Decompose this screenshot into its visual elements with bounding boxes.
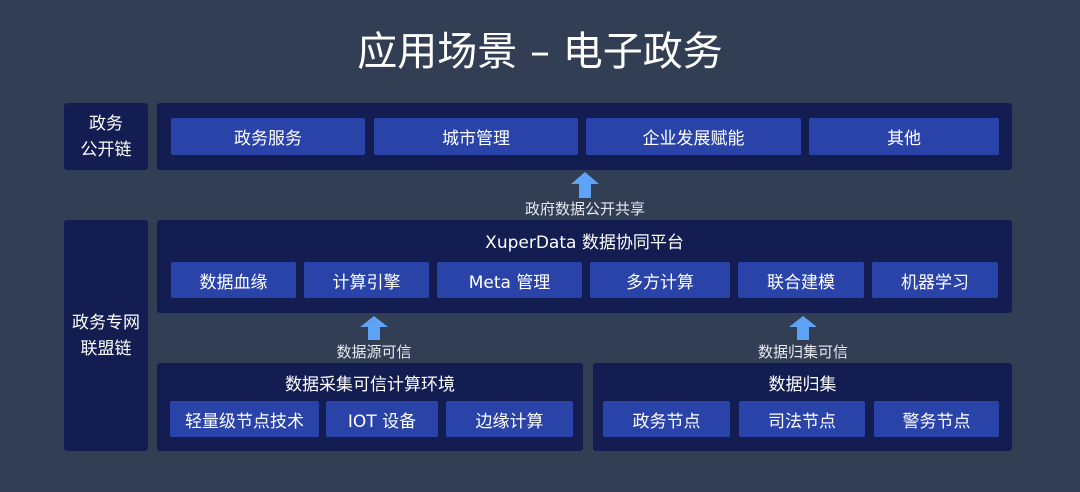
chip-lightweight-node: 轻量级节点技术 (170, 401, 319, 437)
page-title: 应用场景 – 电子政务 (357, 29, 723, 75)
chip-city-management: 城市管理 (374, 118, 578, 155)
side-label-line: 政务专网 (72, 312, 140, 333)
chip-gov-service: 政务服务 (171, 118, 365, 155)
side-label-line: 政务 (89, 113, 123, 134)
chip-gov-node: 政务节点 (603, 401, 730, 437)
aggregation-title: 数据归集 (768, 375, 837, 395)
arrow-label-source: 数据源可信 (336, 343, 412, 361)
chip-enterprise-empower: 企业发展赋能 (586, 118, 801, 155)
chip-machine-learning: 机器学习 (872, 262, 998, 298)
chip-iot-device: IOT 设备 (326, 401, 438, 437)
arrow-label-share: 政府数据公开共享 (524, 200, 645, 218)
chip-other: 其他 (809, 118, 999, 155)
chip-joint-modeling: 联合建模 (738, 262, 864, 298)
chip-judicial-node: 司法节点 (739, 401, 865, 437)
side-label-line: 联盟链 (80, 338, 132, 359)
chip-multiparty-compute: 多方计算 (590, 262, 730, 298)
arrow-up-icon (571, 172, 599, 198)
chip-data-lineage: 数据血缘 (171, 262, 296, 298)
collection-title: 数据采集可信计算环境 (285, 375, 455, 395)
arrow-up-icon (360, 316, 388, 340)
arrow-label-collect: 数据归集可信 (757, 343, 848, 361)
chip-compute-engine: 计算引擎 (304, 262, 429, 298)
chip-police-node: 警务节点 (874, 401, 999, 437)
side-label-line: 公开链 (80, 139, 132, 160)
platform-title: XuperData 数据协同平台 (485, 233, 684, 253)
platform-panel (157, 220, 1012, 313)
arrow-up-icon (789, 316, 817, 340)
side-label-public-chain: 政务 公开链 (64, 103, 148, 170)
chip-edge-compute: 边缘计算 (446, 401, 573, 437)
side-label-alliance-chain: 政务专网 联盟链 (64, 220, 148, 451)
chip-meta-management: Meta 管理 (437, 262, 582, 298)
